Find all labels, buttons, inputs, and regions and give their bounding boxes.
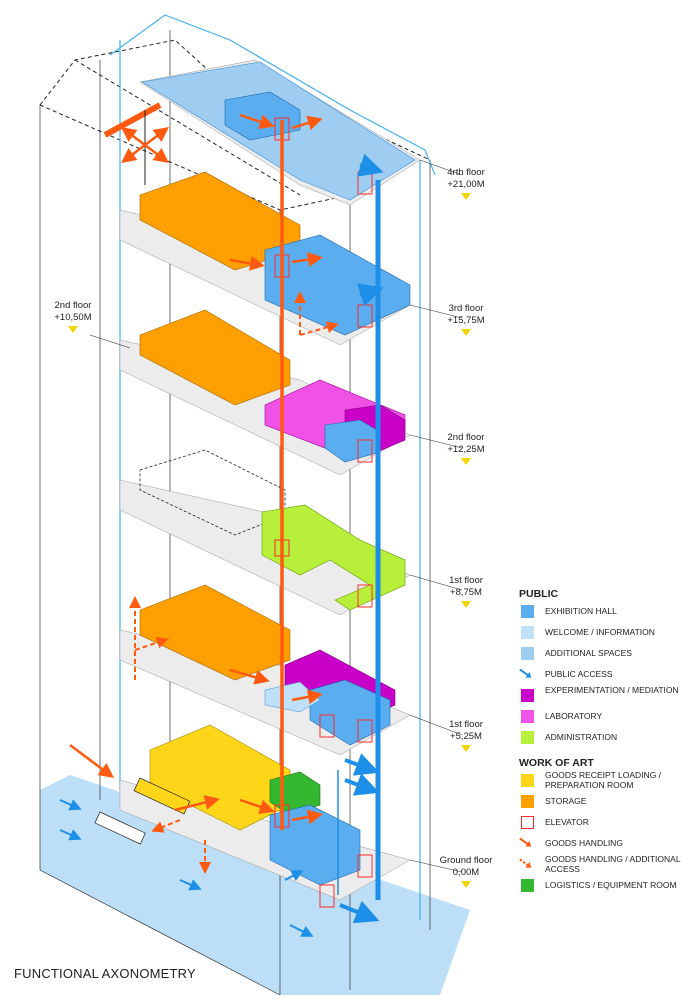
level-marker-icon: [461, 745, 471, 752]
legend-item-label: GOODS RECEIPT LOADING / PREPARATION ROOM: [545, 770, 662, 790]
level-marker-icon: [461, 881, 471, 888]
ground-plate: [40, 775, 470, 995]
legend-item: GOODS RECEIPT LOADING / PREPARATION ROOM: [519, 770, 691, 792]
legend-item-label: GOODS HANDLING: [545, 838, 623, 848]
legend-item-label: ADDITIONAL SPACES: [545, 648, 632, 658]
exhibition-hall-3rd: [264, 234, 411, 336]
truck-icon: [94, 777, 191, 845]
public-access-small-arrows: [59, 799, 314, 937]
legend-item-label: EXPERIMENTATION / MEDIATION: [545, 685, 679, 695]
legend-item-label: LABORATORY: [545, 711, 603, 721]
legend-swatch: [521, 605, 534, 618]
floor-label-1st-lower: 1st floor +5,25M: [438, 719, 494, 752]
legend-swatch: [521, 795, 534, 808]
welcome-1st: [264, 681, 321, 713]
legend-item-label: LOGISTICS / EQUIPMENT ROOM: [545, 880, 677, 890]
legend-item: ADDITIONAL SPACES: [519, 644, 691, 665]
legend-item-label: PUBLIC ACCESS: [545, 669, 613, 679]
level-marker-icon: [68, 326, 78, 333]
legend-item: ADMINISTRATION: [519, 728, 691, 749]
floor-label-4th: 4rth floor +21,00M: [438, 167, 494, 200]
legend-item-label: EXHIBITION HALL: [545, 606, 617, 616]
storage-2nd: [139, 309, 291, 406]
legend-art-list: GOODS RECEIPT LOADING / PREPARATION ROOM…: [519, 770, 691, 897]
legend: PUBLIC EXHIBITION HALL WELCOME / INFORMAT…: [519, 588, 691, 897]
legend-item-label: ELEVATOR: [545, 817, 589, 827]
legend-public-list: EXHIBITION HALL WELCOME / INFORMATION ADDI…: [519, 602, 691, 749]
floor-label-2nd: 2nd floor +12,25M: [438, 432, 494, 465]
legend-swatch: [521, 731, 534, 744]
storage-1st: [139, 584, 291, 681]
legend-item: EXHIBITION HALL: [519, 602, 691, 623]
legend-swatch: [521, 879, 534, 892]
legend-swatch: [521, 816, 534, 829]
arrow-icon: [519, 668, 532, 678]
level-marker-icon: [461, 458, 471, 465]
arrow-icon: [519, 837, 532, 847]
legend-item: ELEVATOR: [519, 813, 691, 834]
exhibition-1st: [309, 679, 391, 746]
roof-outline-blue: [109, 14, 436, 920]
floor-label-3rd: 3rd floor +15,75M: [438, 303, 494, 336]
legend-swatch: [521, 647, 534, 660]
legend-item-label: GOODS HANDLING / ADDITIONAL ACCESS: [545, 854, 681, 874]
legend-item: GOODS HANDLING / ADDITIONAL ACCESS: [519, 854, 691, 876]
floor-label-1st-upper: 1st floor +8,75M: [438, 575, 494, 608]
legend-item: STORAGE: [519, 792, 691, 813]
legend-heading-public: PUBLIC: [519, 588, 559, 600]
floor-leader-lines: [89, 159, 463, 873]
floor-label-left-2nd: 2nd floor +10,50M: [45, 300, 101, 333]
page-title: FUNCTIONAL AXONOMETRY: [14, 966, 196, 981]
goods-handling-dashed-arrows: [129, 291, 339, 874]
public-access-arrows: [339, 153, 384, 924]
legend-item: LABORATORY: [519, 707, 691, 728]
legend-heading-art: WORK OF ART: [519, 757, 594, 769]
administration-1st: [261, 504, 406, 611]
legend-item-label: STORAGE: [545, 796, 587, 806]
legend-item: WELCOME / INFORMATION: [519, 623, 691, 644]
arrow-icon: [519, 858, 532, 868]
legend-item: GOODS HANDLING: [519, 834, 691, 855]
legend-item-label: ADMINISTRATION: [545, 732, 618, 742]
legend-item: PUBLIC ACCESS: [519, 665, 691, 686]
level-marker-icon: [461, 329, 471, 336]
legend-item: LOGISTICS / EQUIPMENT ROOM: [519, 876, 691, 897]
legend-item-label: WELCOME / INFORMATION: [545, 627, 655, 637]
level-marker-icon: [461, 193, 471, 200]
floor-label-ground: Ground floor 0,00M: [432, 855, 500, 888]
legend-swatch: [521, 689, 534, 702]
legend-item: EXPERIMENTATION / MEDIATION: [519, 685, 691, 707]
legend-swatch: [521, 626, 534, 639]
goods-handling-arrows: [69, 113, 323, 825]
legend-swatch: [521, 710, 534, 723]
crane-icon: [103, 102, 162, 185]
legend-swatch: [521, 774, 534, 787]
level-marker-icon: [461, 601, 471, 608]
